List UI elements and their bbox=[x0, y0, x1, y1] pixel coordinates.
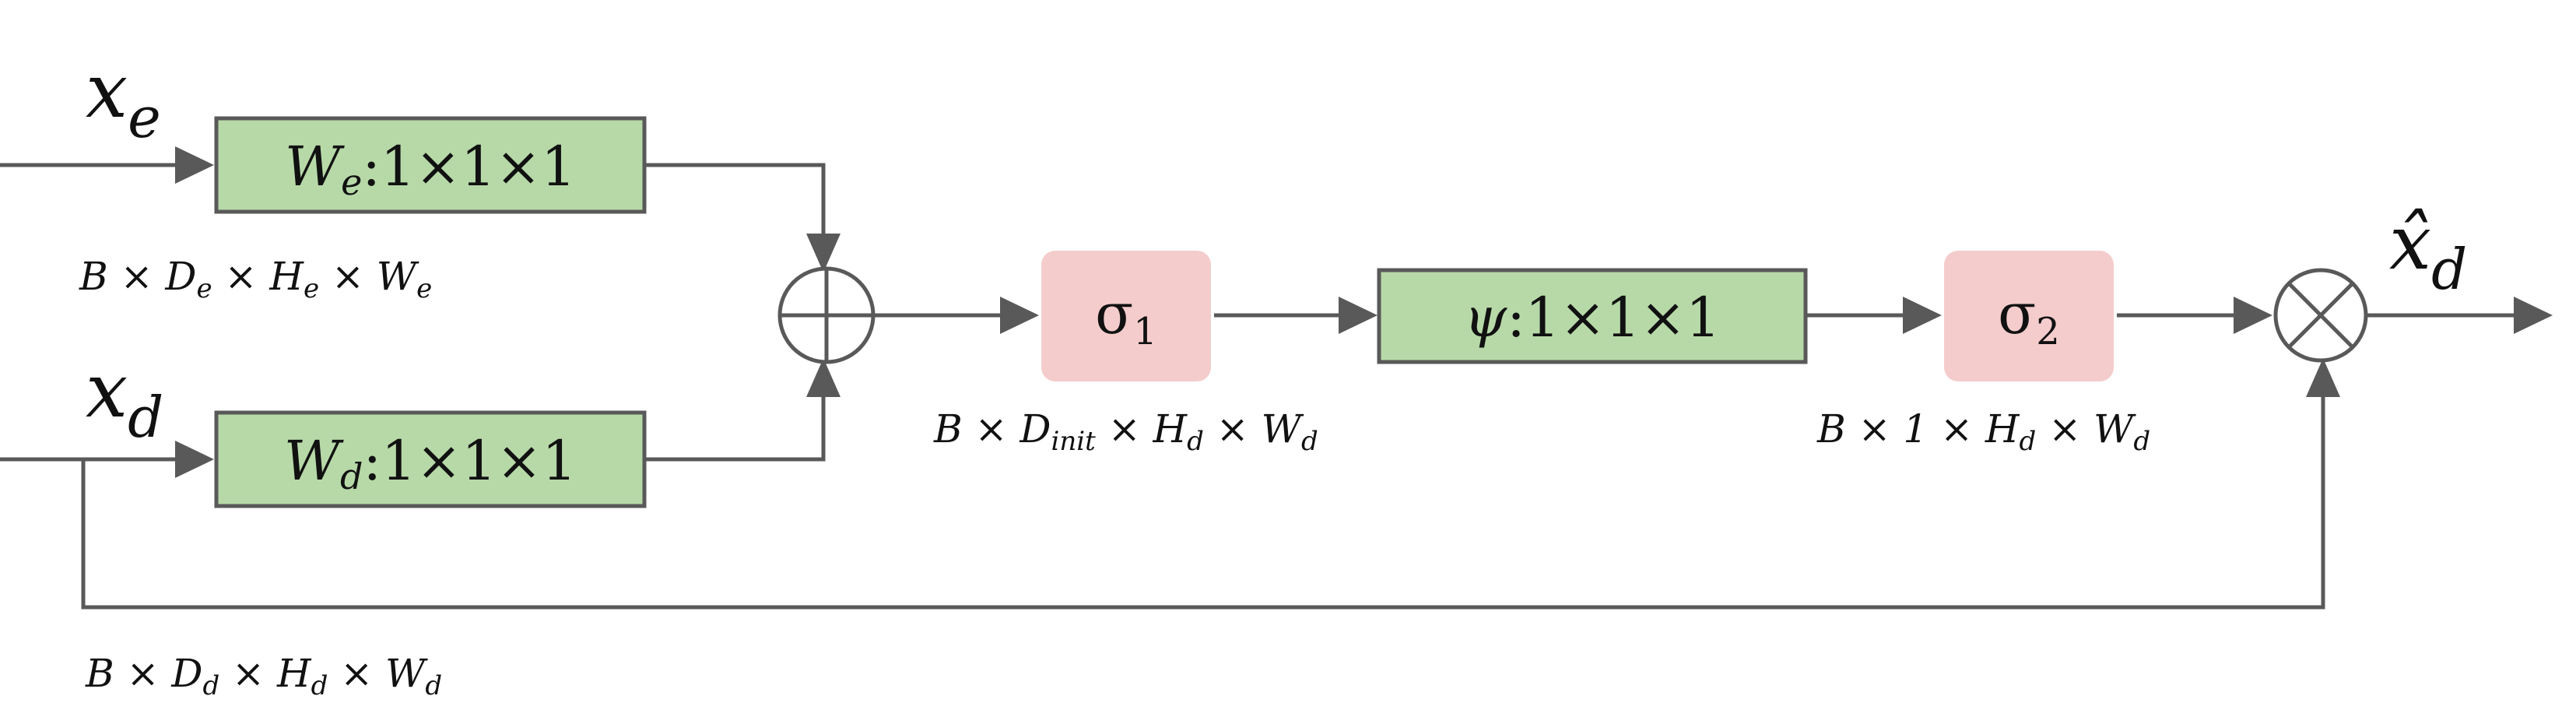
sigma2-to-mult-arrow bbox=[2234, 297, 2272, 334]
sigma1-to-psi-arrow bbox=[1339, 297, 1377, 334]
sigma1-label: σ1 bbox=[1095, 281, 1157, 353]
we-to-adder-wire bbox=[644, 163, 826, 234]
attention-dims-label: B × 1 × Hd × Wd bbox=[1816, 406, 2150, 457]
sigma2-label: σ2 bbox=[1998, 281, 2060, 353]
decoder-input-arrow bbox=[175, 441, 214, 478]
add-operator-icon bbox=[777, 266, 876, 364]
wd-conv-block bbox=[214, 410, 647, 508]
encoder-dims-label: B × De × He × We bbox=[79, 254, 432, 304]
skip-connection-wire bbox=[81, 397, 2325, 610]
we-to-adder-arrow bbox=[806, 234, 841, 272]
sigma1-activation-block bbox=[1041, 251, 1211, 381]
output-arrow bbox=[2514, 297, 2553, 334]
decoder-input-symbol: xd bbox=[86, 347, 163, 450]
psi-to-sigma2-arrow bbox=[1903, 297, 1942, 334]
we-conv-label: We:1×1×1 bbox=[285, 135, 576, 203]
psi-conv-label: ψ:1×1×1 bbox=[1464, 286, 1720, 350]
wd-conv-label: Wd:1×1×1 bbox=[284, 429, 577, 497]
decoder-dims-label: B × Dd × Hd × Wd bbox=[85, 651, 442, 701]
wd-to-adder-wire bbox=[644, 397, 826, 462]
sigma2-activation-block bbox=[1944, 251, 2114, 381]
we-conv-block bbox=[214, 116, 647, 214]
psi-conv-block bbox=[1377, 268, 1808, 364]
wd-to-adder-arrow bbox=[806, 358, 841, 397]
init-dims-label: B × Dinit × Hd × Wd bbox=[933, 406, 1318, 457]
encoder-input-arrow bbox=[175, 146, 214, 184]
encoder-input-symbol: xe bbox=[86, 47, 161, 150]
skip-to-mult-arrow bbox=[2306, 358, 2340, 397]
output-symbol: x̂d bbox=[2389, 199, 2467, 302]
adder-to-sigma1-arrow bbox=[1000, 297, 1039, 334]
multiply-operator-icon bbox=[2273, 268, 2368, 363]
